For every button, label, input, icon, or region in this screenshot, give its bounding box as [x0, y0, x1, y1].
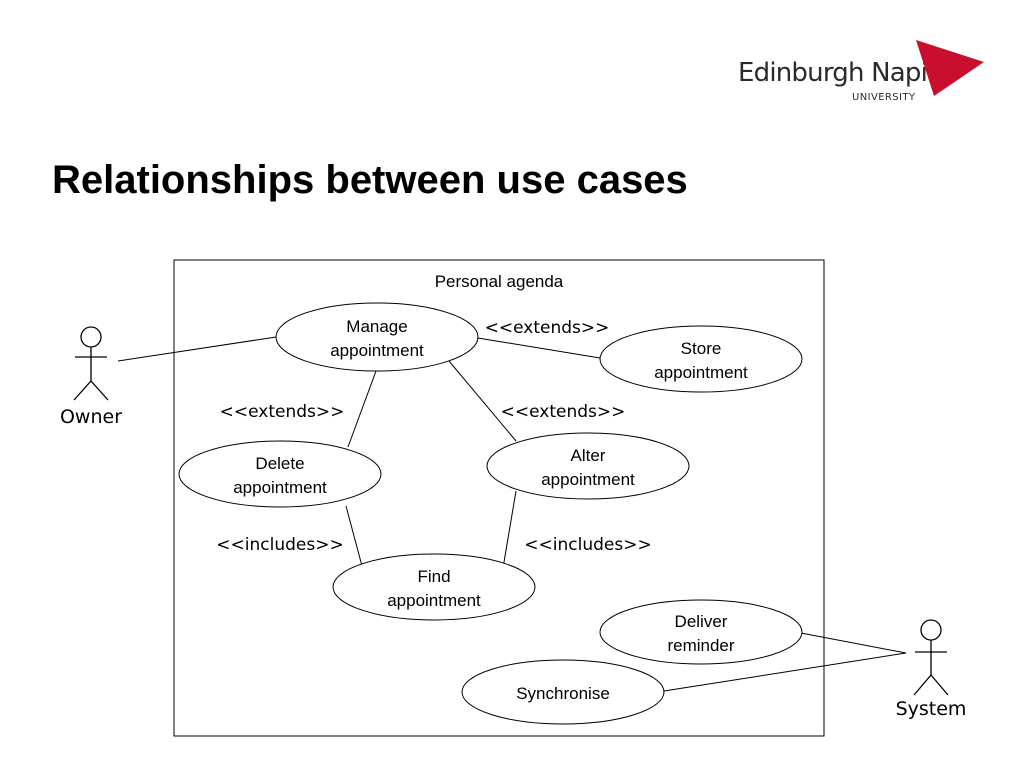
use-case-synchronise: Synchronise: [461, 659, 665, 725]
use-case-label-line: Alter: [571, 446, 606, 465]
use-case-find-appointment: Find appointment: [332, 553, 536, 621]
system-boundary-label: Personal agenda: [435, 272, 564, 291]
use-case-label-line: Synchronise: [516, 684, 610, 703]
system-synchronise-association: [663, 652, 907, 692]
stick-figure-icon: [73, 326, 109, 401]
actor-owner: Owner: [60, 326, 122, 428]
use-case-store-appointment: Store appointment: [599, 325, 803, 393]
use-case-deliver-reminder: Deliver reminder: [599, 599, 803, 665]
use-case-alter-appointment: Alter appointment: [486, 432, 690, 500]
use-case-label-line: appointment: [233, 478, 327, 497]
delete-find-relationship: [345, 505, 363, 567]
slide-title: Relationships between use cases: [52, 158, 688, 202]
use-case-label-line: appointment: [387, 591, 481, 610]
use-case-label-line: Manage: [346, 317, 407, 336]
owner-manage-association: [117, 336, 277, 362]
use-case-label-line: appointment: [330, 341, 424, 360]
stereotype-label: <<extends>>: [501, 402, 626, 422]
system-boundary: [173, 259, 825, 737]
use-case-label-line: appointment: [541, 470, 635, 489]
use-case-label-line: Deliver: [675, 612, 728, 631]
use-case-label-line: Delete: [255, 454, 304, 473]
stereotype-label: <<extends>>: [485, 318, 610, 338]
actor-label: System: [896, 698, 967, 720]
manage-store-relationship: [477, 337, 601, 359]
manage-delete-relationship: [347, 370, 377, 448]
stick-figure-icon: [913, 619, 949, 696]
use-case-label-line: Find: [417, 567, 450, 586]
alter-find-relationship: [502, 490, 517, 569]
logo-wordmark: Edinburgh Napier: [738, 58, 953, 88]
system-deliver-association: [800, 632, 907, 654]
stereotype-label: <<extends>>: [220, 402, 345, 422]
actor-system: System: [896, 619, 967, 720]
use-case-manage-appointment: Manage appointment: [275, 302, 479, 372]
use-case-label-line: reminder: [667, 636, 734, 655]
actor-label: Owner: [60, 406, 122, 428]
university-logo: Edinburgh Napier UNIVERSITY: [738, 38, 988, 108]
logo-subtitle: UNIVERSITY: [852, 92, 916, 103]
stereotype-label: <<includes>>: [524, 535, 651, 555]
use-case-delete-appointment: Delete appointment: [178, 440, 382, 508]
stereotype-label: <<includes>>: [216, 535, 343, 555]
use-case-label-line: appointment: [654, 363, 748, 382]
logo-triangle-icon: [916, 40, 984, 96]
use-case-label-line: Store: [681, 339, 722, 358]
manage-alter-relationship: [448, 360, 517, 442]
